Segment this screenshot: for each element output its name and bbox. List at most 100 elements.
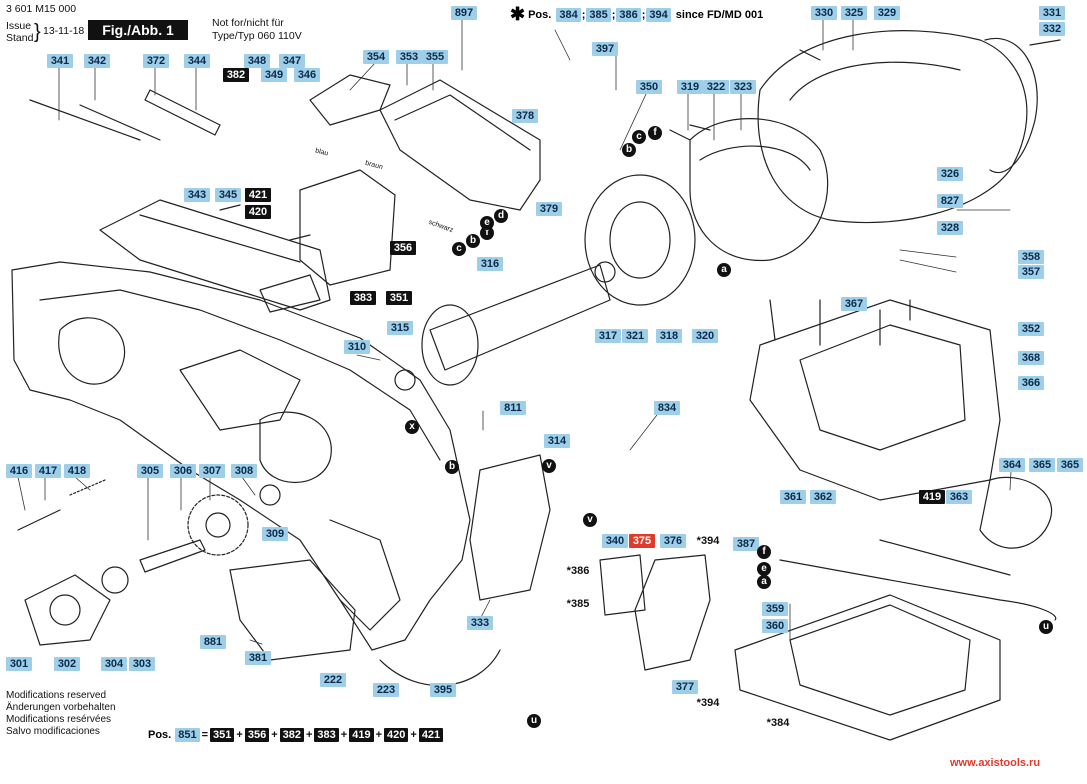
callout-421[interactable]: 421 (245, 188, 271, 202)
callout-362[interactable]: 362 (810, 490, 836, 504)
callout-419[interactable]: 419 (919, 490, 945, 504)
callout-397[interactable]: 397 (592, 42, 618, 56)
callout-222[interactable]: 222 (320, 673, 346, 687)
callout-315[interactable]: 315 (387, 321, 413, 335)
callout-881[interactable]: 881 (200, 635, 226, 649)
callout-322[interactable]: 322 (703, 80, 729, 94)
callout-326[interactable]: 326 (937, 167, 963, 181)
callout-418[interactable]: 418 (64, 464, 90, 478)
callout-378[interactable]: 378 (512, 109, 538, 123)
callout-306[interactable]: 306 (170, 464, 196, 478)
callout-364[interactable]: 364 (999, 458, 1025, 472)
callout-302[interactable]: 302 (54, 657, 80, 671)
callout-347[interactable]: 347 (279, 54, 305, 68)
callout-318[interactable]: 318 (656, 329, 682, 343)
callout-395[interactable]: 395 (430, 683, 456, 697)
callout-363[interactable]: 363 (946, 490, 972, 504)
callout-382[interactable]: 382 (223, 68, 249, 82)
callout-341[interactable]: 341 (47, 54, 73, 68)
callout-340[interactable]: 340 (602, 534, 628, 548)
callout-323[interactable]: 323 (730, 80, 756, 94)
pos-note-part[interactable]: 384 (556, 7, 581, 22)
callout-308[interactable]: 308 (231, 464, 257, 478)
callout-319[interactable]: 319 (677, 80, 703, 94)
callout-376[interactable]: 376 (660, 534, 686, 548)
callout-355[interactable]: 355 (422, 50, 448, 64)
formula-part[interactable]: 356 (244, 728, 270, 742)
callout-314[interactable]: 314 (544, 434, 570, 448)
callout-377[interactable]: 377 (672, 680, 698, 694)
callout-310[interactable]: 310 (344, 340, 370, 354)
callout-344[interactable]: 344 (184, 54, 210, 68)
callout-394a[interactable]: *394 (696, 535, 720, 547)
callout-349[interactable]: 349 (261, 68, 287, 82)
callout-333[interactable]: 333 (467, 616, 493, 630)
callout-332[interactable]: 332 (1039, 22, 1065, 36)
callout-811[interactable]: 811 (500, 401, 526, 415)
callout-325[interactable]: 325 (841, 6, 867, 20)
callout-827[interactable]: 827 (937, 194, 963, 208)
callout-416[interactable]: 416 (6, 464, 32, 478)
pos-note-part[interactable]: 385 (586, 7, 611, 22)
callout-346[interactable]: 346 (294, 68, 320, 82)
callout-223[interactable]: 223 (373, 683, 399, 697)
callout-357[interactable]: 357 (1018, 265, 1044, 279)
formula-part[interactable]: 351 (210, 728, 235, 742)
pos-note-part[interactable]: 386 (616, 7, 641, 22)
formula-part[interactable]: 419 (349, 728, 374, 742)
callout-358[interactable]: 358 (1018, 250, 1044, 264)
callout-387[interactable]: 387 (733, 537, 759, 551)
callout-420[interactable]: 420 (245, 205, 271, 219)
callout-356[interactable]: 356 (390, 241, 416, 255)
callout-366[interactable]: 366 (1018, 376, 1044, 390)
callout-330[interactable]: 330 (811, 6, 837, 20)
callout-353[interactable]: 353 (396, 50, 422, 64)
callout-384[interactable]: *384 (766, 717, 790, 729)
callout-383[interactable]: 383 (350, 291, 376, 305)
callout-368[interactable]: 368 (1018, 351, 1044, 365)
callout-367[interactable]: 367 (841, 297, 867, 311)
callout-309[interactable]: 309 (262, 527, 288, 541)
callout-303[interactable]: 303 (129, 657, 155, 671)
callout-365b[interactable]: 365 (1057, 458, 1083, 472)
formula-part[interactable]: 382 (279, 728, 304, 742)
callout-385[interactable]: *385 (566, 598, 590, 610)
callout-342[interactable]: 342 (84, 54, 110, 68)
callout-345[interactable]: 345 (215, 188, 241, 202)
callout-372[interactable]: 372 (143, 54, 169, 68)
callout-307[interactable]: 307 (199, 464, 225, 478)
callout-379[interactable]: 379 (536, 202, 562, 216)
callout-321[interactable]: 321 (622, 329, 648, 343)
callout-320[interactable]: 320 (692, 329, 718, 343)
callout-343[interactable]: 343 (184, 188, 210, 202)
callout-331[interactable]: 331 (1039, 6, 1065, 20)
callout-354[interactable]: 354 (363, 50, 389, 64)
formula-part[interactable]: 421 (418, 728, 444, 742)
callout-417[interactable]: 417 (35, 464, 61, 478)
callout-394b[interactable]: *394 (696, 697, 720, 709)
callout-329[interactable]: 329 (874, 6, 900, 20)
callout-301[interactable]: 301 (6, 657, 32, 671)
callout-317[interactable]: 317 (595, 329, 621, 343)
formula-part[interactable]: 383 (314, 728, 339, 742)
callout-350[interactable]: 350 (636, 80, 662, 94)
callout-381[interactable]: 381 (245, 651, 271, 665)
callout-359[interactable]: 359 (762, 602, 788, 616)
callout-365[interactable]: 365 (1029, 458, 1055, 472)
formula-part[interactable]: 420 (384, 728, 409, 742)
callout-304[interactable]: 304 (101, 657, 127, 671)
callout-361[interactable]: 361 (780, 490, 806, 504)
callout-305[interactable]: 305 (137, 464, 163, 478)
formula-target[interactable]: 851 (175, 728, 200, 742)
callout-351[interactable]: 351 (386, 291, 412, 305)
pos-note-part[interactable]: 394 (646, 7, 671, 22)
callout-348[interactable]: 348 (244, 54, 270, 68)
callout-386[interactable]: *386 (566, 565, 590, 577)
callout-328[interactable]: 328 (937, 221, 963, 235)
callout-375[interactable]: 375 (629, 534, 655, 548)
callout-352[interactable]: 352 (1018, 322, 1044, 336)
callout-360[interactable]: 360 (762, 619, 788, 633)
callout-897[interactable]: 897 (451, 6, 477, 20)
callout-316[interactable]: 316 (477, 257, 503, 271)
callout-834[interactable]: 834 (654, 401, 680, 415)
